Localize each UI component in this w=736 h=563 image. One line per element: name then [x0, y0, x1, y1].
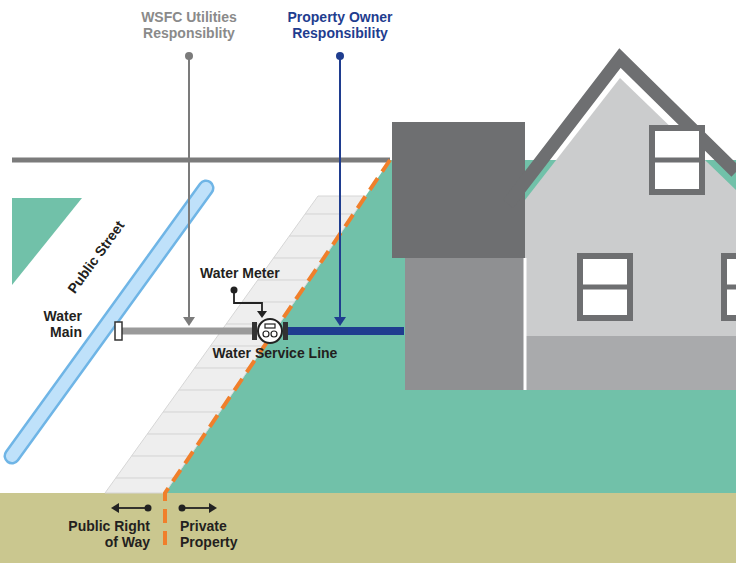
leader-line — [118, 507, 148, 509]
window-bar — [724, 285, 736, 290]
meter-dial — [271, 331, 277, 337]
tile-joint — [195, 368, 250, 369]
house-corner — [524, 258, 527, 390]
meter-dial — [263, 331, 269, 337]
service-line-utility — [121, 328, 254, 335]
part-label: Water Meter — [200, 265, 300, 281]
responsibility-label: Property Owner Responsibility — [277, 9, 403, 41]
leader-line — [188, 56, 190, 318]
sidewalk — [105, 196, 366, 493]
window — [652, 128, 702, 192]
house-wall — [525, 78, 736, 390]
far-lawn — [12, 198, 82, 285]
tile-joint — [274, 258, 325, 259]
window — [724, 256, 736, 318]
garage-roof — [392, 122, 525, 258]
tile-joint — [179, 390, 235, 391]
leader-line — [339, 56, 341, 318]
water-meter — [258, 319, 282, 343]
part-label: Water Main — [30, 308, 82, 340]
arrowhead — [334, 317, 346, 326]
water-main-pipe — [12, 188, 206, 456]
house-foundation — [525, 336, 736, 390]
window-bar — [580, 285, 630, 290]
tile-joint — [147, 434, 205, 435]
street-edge — [12, 158, 390, 163]
arrowhead — [111, 503, 119, 513]
meter-flange — [283, 322, 288, 340]
meter-flange — [252, 322, 257, 340]
tile-joint — [132, 456, 191, 457]
arrowhead — [257, 311, 267, 318]
arrowhead — [183, 317, 195, 326]
tile-joint — [163, 412, 220, 413]
meter-display — [265, 324, 275, 328]
leader-line — [182, 507, 210, 509]
property-line — [165, 160, 390, 550]
coupling — [115, 322, 122, 340]
boundary-label: Public Right of Way — [52, 518, 150, 550]
arrowhead — [209, 503, 217, 513]
tile-joint — [305, 214, 354, 215]
leader-line — [234, 290, 262, 312]
street-label: Public Street — [64, 218, 127, 297]
part-label: Water Service Line — [200, 345, 350, 361]
tile-joint — [116, 478, 175, 479]
water-main-pipe — [12, 188, 206, 456]
garage-wall — [405, 258, 525, 390]
service-line-owner — [286, 327, 404, 335]
tile-joint — [289, 236, 339, 237]
roof-line — [508, 58, 736, 204]
boundary-label: Private Property — [180, 518, 278, 550]
ground-band — [0, 493, 736, 563]
window-bar — [652, 158, 702, 163]
responsibility-label: WSFC Utilities Responsiblity — [129, 9, 249, 41]
window — [580, 256, 630, 318]
